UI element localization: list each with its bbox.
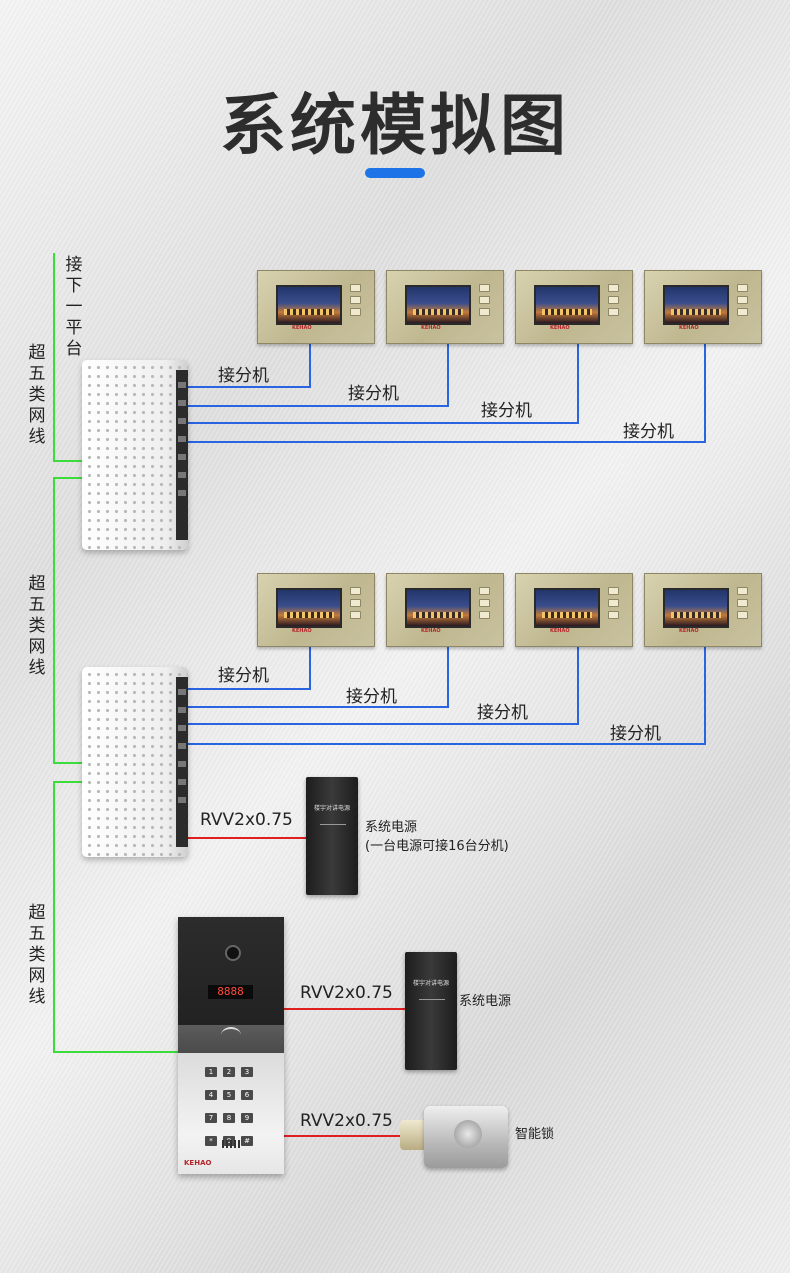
extension-label: 接分机 <box>623 422 674 442</box>
branch-wire-2-4 <box>184 643 706 745</box>
indoor-monitor: KEHAO <box>515 270 633 344</box>
power-supply-label: 系统电源 <box>459 994 512 1009</box>
cat5-cable-label-3: 超五类网线 <box>28 903 46 1007</box>
branch-wire-1-2 <box>184 340 449 407</box>
cat5-cable-label-1: 超五类网线 <box>28 343 46 447</box>
power-supply: 楼宇对讲电源 <box>306 777 358 895</box>
extension-label: 接分机 <box>477 703 528 723</box>
extension-label: 接分机 <box>610 724 661 744</box>
indoor-monitor: KEHAO <box>386 270 504 344</box>
extension-label: 接分机 <box>481 401 532 421</box>
branch-wire-1-4 <box>184 340 706 443</box>
branch-wire-2-2 <box>184 643 449 708</box>
smart-lock-label: 智能锁 <box>515 1127 555 1142</box>
title-underline <box>365 168 425 178</box>
indoor-monitor: KEHAO <box>644 270 762 344</box>
cable-spec-label: RVV2x0.75 <box>300 1111 393 1131</box>
speaker-grill <box>222 1140 242 1148</box>
branch-wire-1-3 <box>184 340 579 424</box>
indoor-monitor: KEHAO <box>515 573 633 647</box>
panel-display: 8888 <box>208 985 253 999</box>
outdoor-door-panel: 8888 123 456 789 *0# KEHAO <box>178 917 284 1174</box>
cat5-cable-label-2: 超五类网线 <box>28 574 46 678</box>
extension-label: 接分机 <box>218 666 269 686</box>
branch-wire-2-1 <box>184 643 311 690</box>
smart-lock <box>400 1106 510 1168</box>
cable-spec-label: RVV2x0.75 <box>300 983 393 1003</box>
power-supply-note: (一台电源可接16台分机) <box>365 839 509 854</box>
extension-label: 接分机 <box>348 384 399 404</box>
indoor-monitor: KEHAO <box>386 573 504 647</box>
keypad: 123 456 789 *0# <box>202 1059 262 1151</box>
indoor-monitor: KEHAO <box>257 270 375 344</box>
extension-label: 接分机 <box>346 687 397 707</box>
indoor-monitor: KEHAO <box>257 573 375 647</box>
floor-distributor <box>82 360 188 550</box>
next-platform-label: 接下一平台 <box>65 255 83 359</box>
card-reader-icon <box>221 1027 241 1043</box>
branch-wire-1-1 <box>184 340 311 388</box>
camera-icon <box>225 945 241 961</box>
power-supply: 楼宇对讲电源 <box>405 952 457 1070</box>
floor-distributor <box>82 667 188 857</box>
page-title: 系统模拟图 <box>220 87 570 164</box>
branch-wire-2-3 <box>184 643 579 725</box>
extension-label: 接分机 <box>218 366 269 386</box>
cable-spec-label: RVV2x0.75 <box>200 810 293 830</box>
indoor-monitor: KEHAO <box>644 573 762 647</box>
panel-brand: KEHAO <box>184 1159 212 1167</box>
power-supply-label: 系统电源 <box>365 820 418 835</box>
